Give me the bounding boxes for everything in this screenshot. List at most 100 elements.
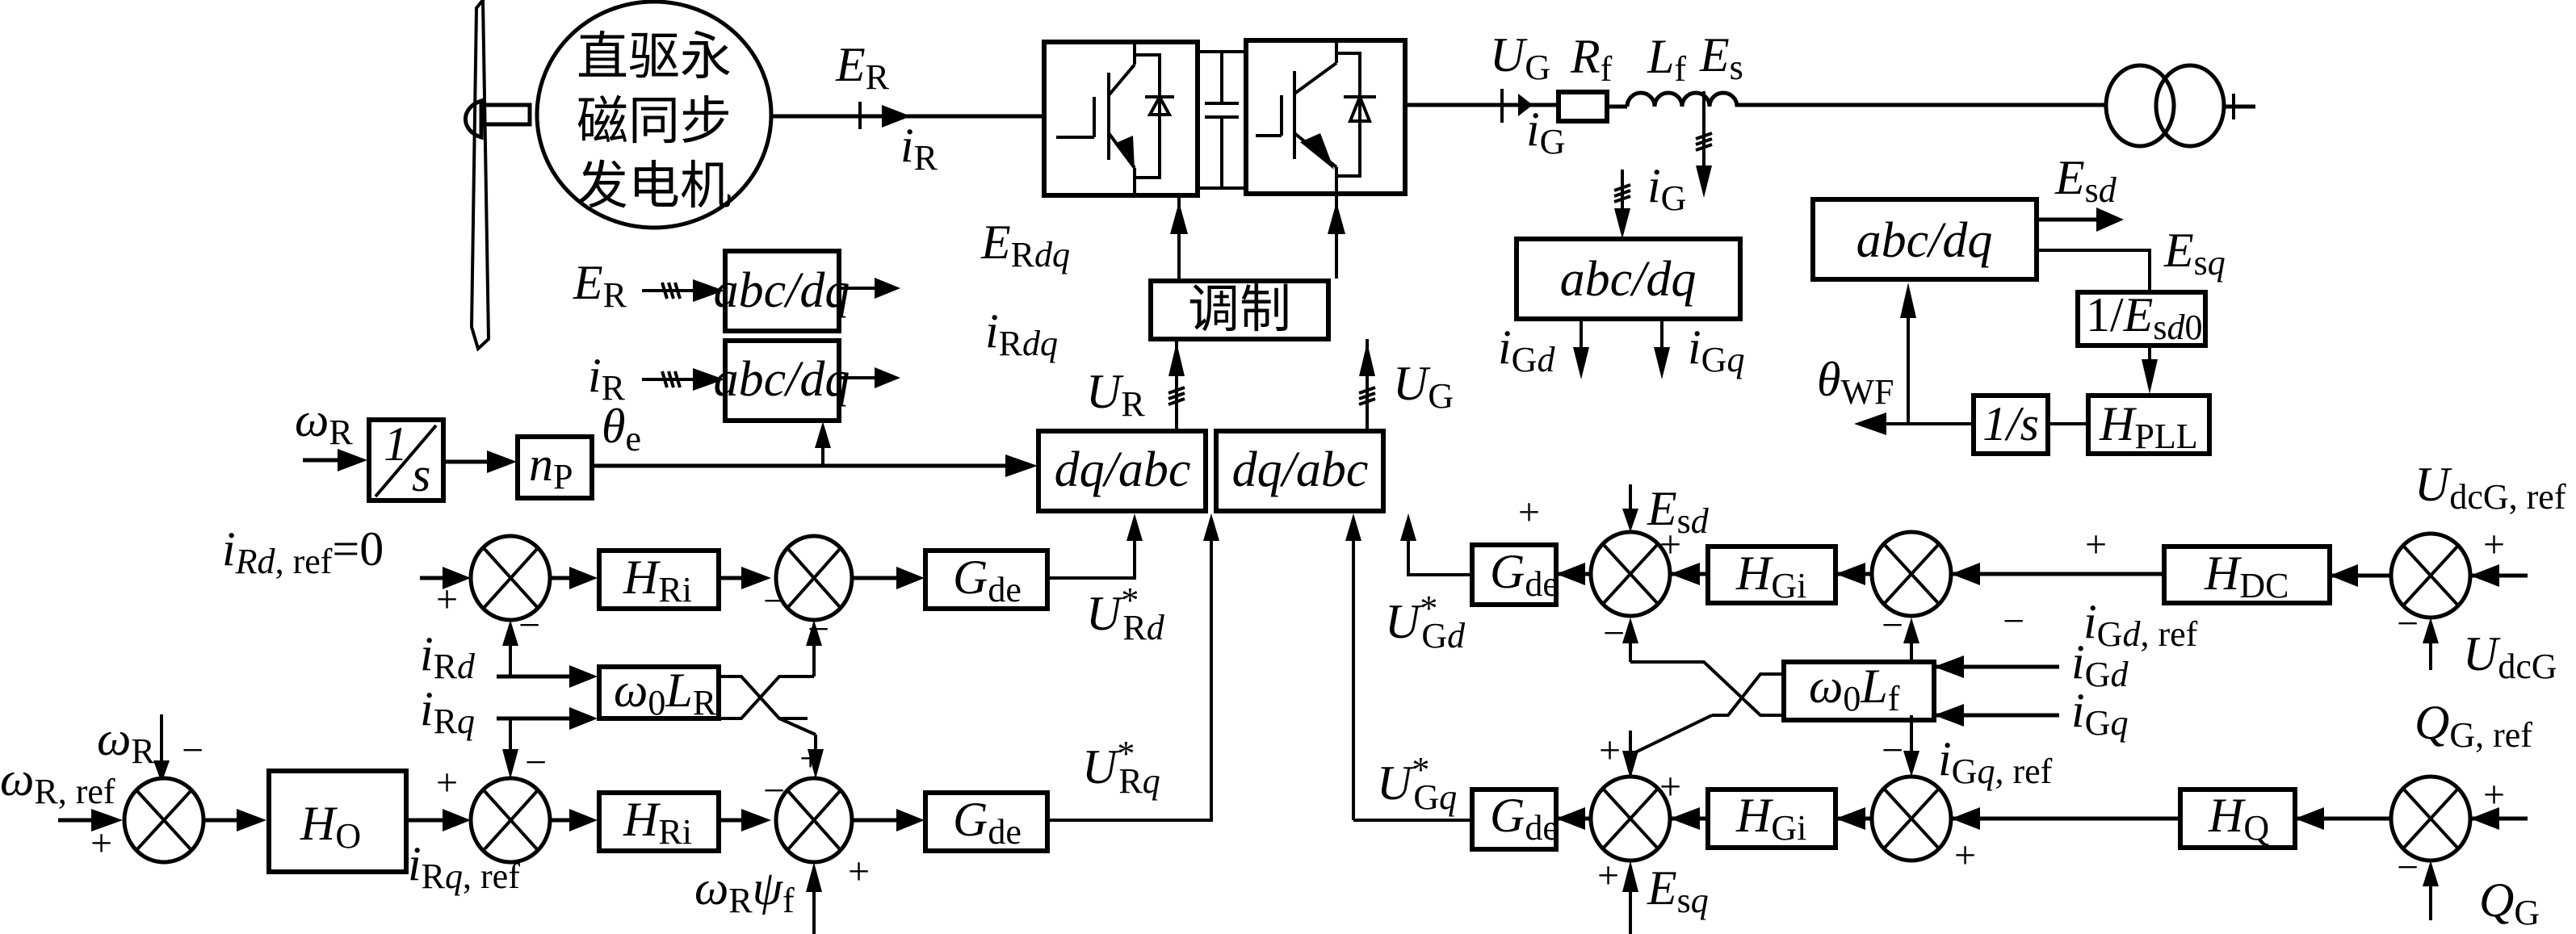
label-E_sq-ff: Esq — [1647, 861, 1709, 920]
three-phase-marker — [661, 282, 682, 299]
label-iGq_ref: iGq, ref — [1938, 732, 2053, 791]
label-wR_psi_f: ωRψf — [694, 861, 795, 920]
modulation-label: 调制 — [1188, 281, 1291, 338]
sign-minus: − — [1882, 604, 1903, 647]
label-i_G: iG — [1526, 103, 1565, 161]
label-U_R: UR — [1086, 365, 1145, 424]
label-U_Gq_star: U*Gq — [1377, 750, 1457, 817]
H_PLL-block — [2086, 393, 2212, 456]
grid-current-abc-dq-block — [1514, 237, 1743, 321]
sign-plus: + — [1599, 729, 1621, 772]
H_Gi-d-label: HGi — [1735, 547, 1806, 605]
label-theta_WF: θWF — [1817, 353, 1894, 412]
generator-label-line-3: 发电机 — [577, 157, 732, 215]
H_Q-block — [2178, 787, 2297, 850]
sign-minus: − — [1603, 612, 1625, 655]
label-U_G: UG — [1490, 28, 1550, 87]
label-R_f: Rf — [1570, 30, 1613, 89]
label-E_R: ER — [835, 38, 890, 97]
sign-plus: + — [848, 850, 870, 893]
wind-turbine-icon — [463, 0, 532, 352]
label-i_Rd: iRd — [420, 627, 476, 686]
pll-integrator-label: 1/s — [1982, 397, 2039, 450]
sign-minus: − — [2397, 602, 2419, 645]
filter-resistor — [1556, 90, 1609, 124]
generator-label-line-2: 磁同步 — [577, 93, 732, 150]
current-direction-arrow — [1518, 94, 1533, 116]
H_DC-label: HDC — [2204, 547, 2289, 605]
filter-inductor — [1625, 90, 1739, 107]
rotor-integrator-num: 1 — [384, 417, 408, 471]
label-iRq_ref: iRq, ref — [408, 837, 520, 896]
pole-pairs-label: nP — [529, 438, 573, 496]
cross-coupling-line — [1630, 660, 1784, 717]
sign-plus: + — [1518, 491, 1540, 534]
sign-plus: + — [1954, 834, 1976, 877]
H_Ri-q-label: HRi — [623, 793, 692, 852]
summing-junction — [1869, 530, 1953, 618]
w0LR-block — [597, 664, 721, 721]
H_Gi-d-block — [1705, 544, 1838, 605]
w0LR-label: ω0LR — [614, 664, 717, 722]
summing-junction — [774, 776, 854, 865]
generator-label-line-1: 直驱永 — [577, 28, 732, 86]
theta-WF-output-arrow — [1854, 413, 1886, 435]
sign-plus: + — [799, 737, 821, 780]
label-omega_R_ref: ωR, ref — [0, 752, 115, 811]
cross-coupling-line — [719, 675, 814, 720]
pll-abc-dq-label: abc/dq — [1856, 213, 1993, 268]
dc-link-capacitor — [1198, 50, 1246, 190]
output-arrow — [2096, 207, 2124, 232]
label-U_dcG_ref: UdcG, ref — [2414, 458, 2566, 517]
inv-Esd0-label: 1/Esd0 — [2086, 288, 2202, 347]
sign-plus: + — [436, 578, 458, 621]
sign-plus: + — [2483, 523, 2505, 566]
pll-integrator-block — [1971, 393, 2050, 456]
label-U_dcG: UdcG — [2463, 627, 2557, 686]
three-phase-marker — [1358, 386, 1376, 406]
H_O-label: HO — [300, 797, 361, 856]
sign-plus: + — [1659, 765, 1681, 808]
w0Lf-label: ω0Lf — [1809, 660, 1900, 718]
H_PLL-label: HPLL — [2099, 397, 2198, 456]
label-i_Gd: iGd — [2071, 635, 2129, 694]
summing-junction — [122, 776, 206, 865]
label-U_Rd_star: U*Rd — [1086, 580, 1165, 647]
rotor-integrator-den: s — [412, 448, 430, 501]
grid-side-converter — [1244, 38, 1408, 196]
H_DC-block — [2162, 544, 2332, 605]
label-Q_G: QG — [2479, 873, 2540, 932]
sign-plus: + — [90, 822, 112, 865]
G_de-grid-q-label: Gde — [1490, 789, 1559, 848]
label-i_Rdq: iRdq — [985, 304, 1058, 363]
label-i_R-measure: iR — [588, 349, 626, 408]
rotor-side-converter — [1042, 40, 1200, 198]
G_de-rotor-d-label: Gde — [953, 551, 1022, 609]
label-U_Rq_star: U*Rq — [1082, 734, 1160, 801]
H_Ri-q-block — [597, 790, 721, 853]
three-phase-marker — [1168, 386, 1185, 406]
label-i_Gd-out: iGd — [1498, 320, 1555, 379]
label-Q_G_ref: QG, ref — [2414, 696, 2532, 755]
sign-plus: + — [2483, 773, 2505, 816]
G_de-grid-d-label: Gde — [1490, 545, 1559, 604]
rotor-current-abc-dq-label: abc/dq — [714, 352, 850, 407]
label-E_s: Es — [1699, 28, 1743, 87]
label-theta_e: θe — [602, 400, 641, 459]
sign-minus: − — [525, 741, 547, 784]
three-phase-marker — [1695, 132, 1713, 152]
transformer-icon — [2104, 63, 2255, 149]
grid-dq-abc-block — [1214, 429, 1386, 513]
grid-dq-abc-label: dq/abc — [1232, 442, 1369, 497]
label-iGd_ref: iGd, ref — [2083, 595, 2198, 654]
sign-minus: − — [1882, 729, 1903, 772]
sign-minus: − — [2397, 846, 2419, 889]
G_de-rotor-q-label: Gde — [953, 793, 1022, 852]
G_de-rotor-q-block — [923, 790, 1050, 853]
label-i_Gq-out: iGq — [1688, 320, 1744, 379]
sign-minus: − — [518, 604, 540, 647]
three-phase-marker — [661, 371, 682, 388]
inv-Esd0-block — [2075, 290, 2208, 348]
rotor-voltage-abc-dq-label: abc/dq — [714, 263, 850, 318]
